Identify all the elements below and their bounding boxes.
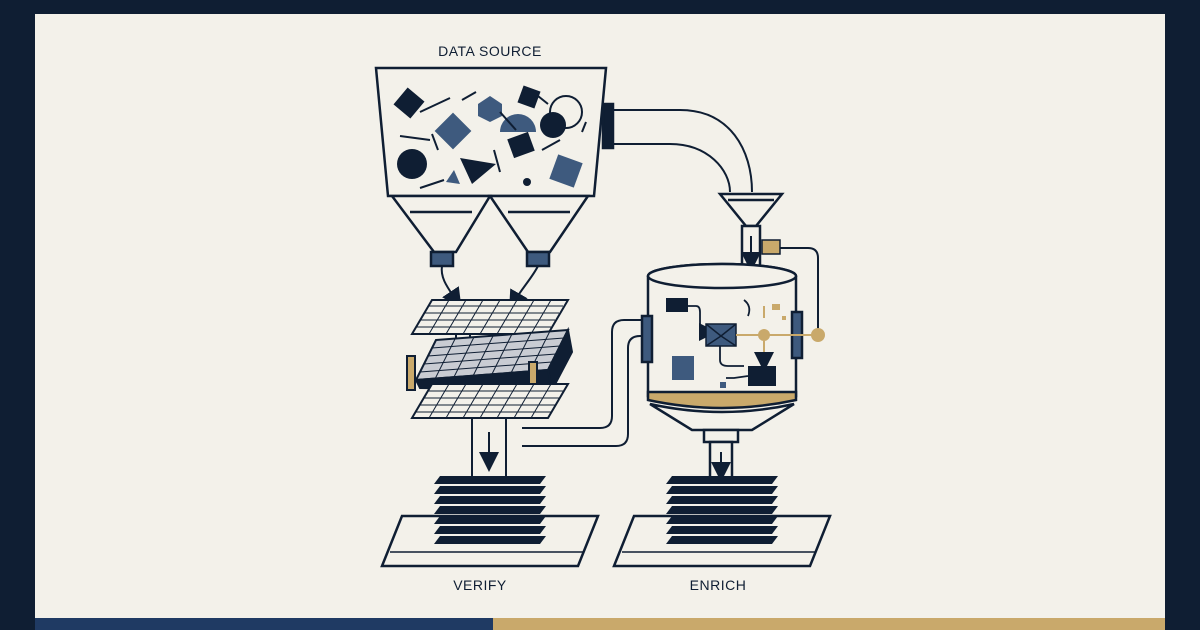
bottom-stripe-gold [493,618,1165,630]
raw-data-shapes [393,85,587,189]
source-hopper [374,66,615,268]
verify-output-stack [380,476,600,568]
flow-arrow-right [509,265,539,311]
enrich-tank [640,262,804,480]
enrich-sensor [761,239,781,255]
enrich-label: ENRICH [690,577,747,593]
verify-grid-stack [406,299,574,479]
verify-label: VERIFY [453,577,507,593]
connector-pipes [522,109,819,447]
enrich-output-stack [612,476,832,568]
source-label: DATA SOURCE [438,43,542,59]
enrich-flow-internals [666,298,825,388]
bottom-stripe-blue [35,618,493,630]
flow-arrow-left [440,265,462,309]
